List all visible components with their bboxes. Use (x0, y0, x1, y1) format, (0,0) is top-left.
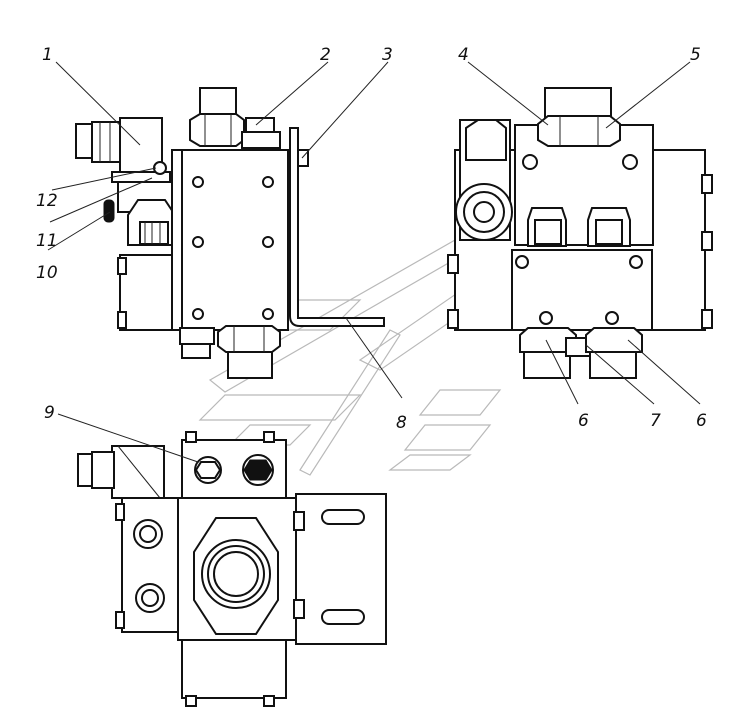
side-plugs (527, 207, 631, 247)
center-port (193, 517, 279, 635)
top-view (77, 431, 387, 707)
callout-5: 5 (690, 45, 701, 65)
callout-9: 9 (44, 403, 55, 423)
callout-4: 4 (458, 45, 469, 65)
callout-2: 2 (320, 45, 331, 65)
top-fitting (189, 87, 281, 149)
leader-lines (47, 61, 701, 463)
body-bolts (192, 176, 274, 320)
bottom-fittings (179, 325, 281, 379)
callout-7: 7 (650, 411, 661, 431)
callout-6-left: 6 (578, 411, 589, 431)
side-connector (455, 119, 513, 241)
mounting-bracket (289, 127, 385, 327)
side-top-fitting (537, 87, 621, 147)
side-rings (115, 497, 179, 633)
side-view (447, 87, 713, 379)
side-bolts (515, 154, 643, 325)
callout-12: 12 (36, 191, 58, 211)
callout-3: 3 (382, 45, 393, 65)
front-view (75, 87, 385, 379)
callout-6-right: 6 (696, 411, 707, 431)
side-bottom-fittings (519, 327, 643, 379)
callout-8: 8 (396, 413, 407, 433)
callout-11: 11 (36, 231, 58, 251)
top-connector (77, 445, 165, 499)
callout-1: 1 (42, 45, 53, 65)
callout-10: 10 (36, 263, 58, 283)
callout-labels: 1 2 3 4 5 6 6 7 8 9 10 11 12 (36, 45, 707, 433)
plug-nut (127, 199, 176, 246)
